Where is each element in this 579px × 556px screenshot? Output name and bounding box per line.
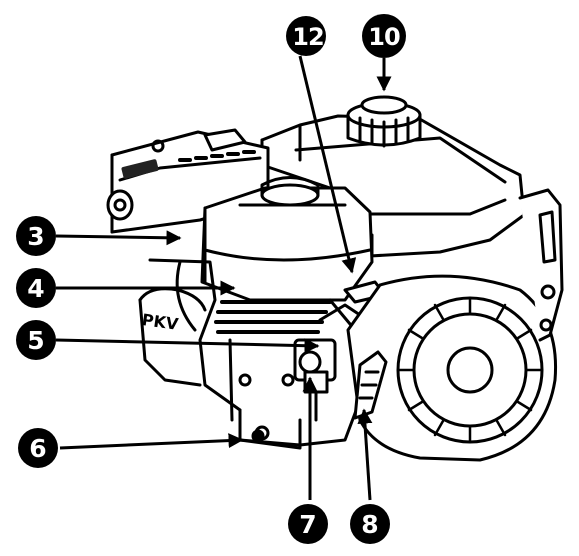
callout-3: 3 <box>16 216 56 256</box>
leader-6 <box>60 440 242 448</box>
svg-text:6: 6 <box>29 434 46 463</box>
svg-text:12: 12 <box>292 23 323 51</box>
callout-6: 6 <box>18 428 58 468</box>
callout-8: 8 <box>350 504 390 544</box>
engine-casting-text: PKV <box>141 310 180 334</box>
callout-12: 12 <box>286 16 326 56</box>
fuel-cap <box>348 97 420 146</box>
oil-drain-plug <box>253 431 263 441</box>
svg-text:5: 5 <box>27 326 44 355</box>
leader-5 <box>56 340 318 346</box>
callout-7: 7 <box>288 504 328 544</box>
svg-text:3: 3 <box>27 222 44 251</box>
callout-5: 5 <box>16 320 56 360</box>
svg-text:8: 8 <box>361 510 378 539</box>
svg-text:10: 10 <box>368 23 400 51</box>
leader-3 <box>56 236 180 238</box>
recoil-starter <box>348 276 556 460</box>
callout-10: 10 <box>362 14 406 58</box>
engine-illustration <box>108 97 562 460</box>
svg-text:7: 7 <box>299 510 316 539</box>
svg-text:4: 4 <box>27 274 44 303</box>
callout-4: 4 <box>16 268 56 308</box>
